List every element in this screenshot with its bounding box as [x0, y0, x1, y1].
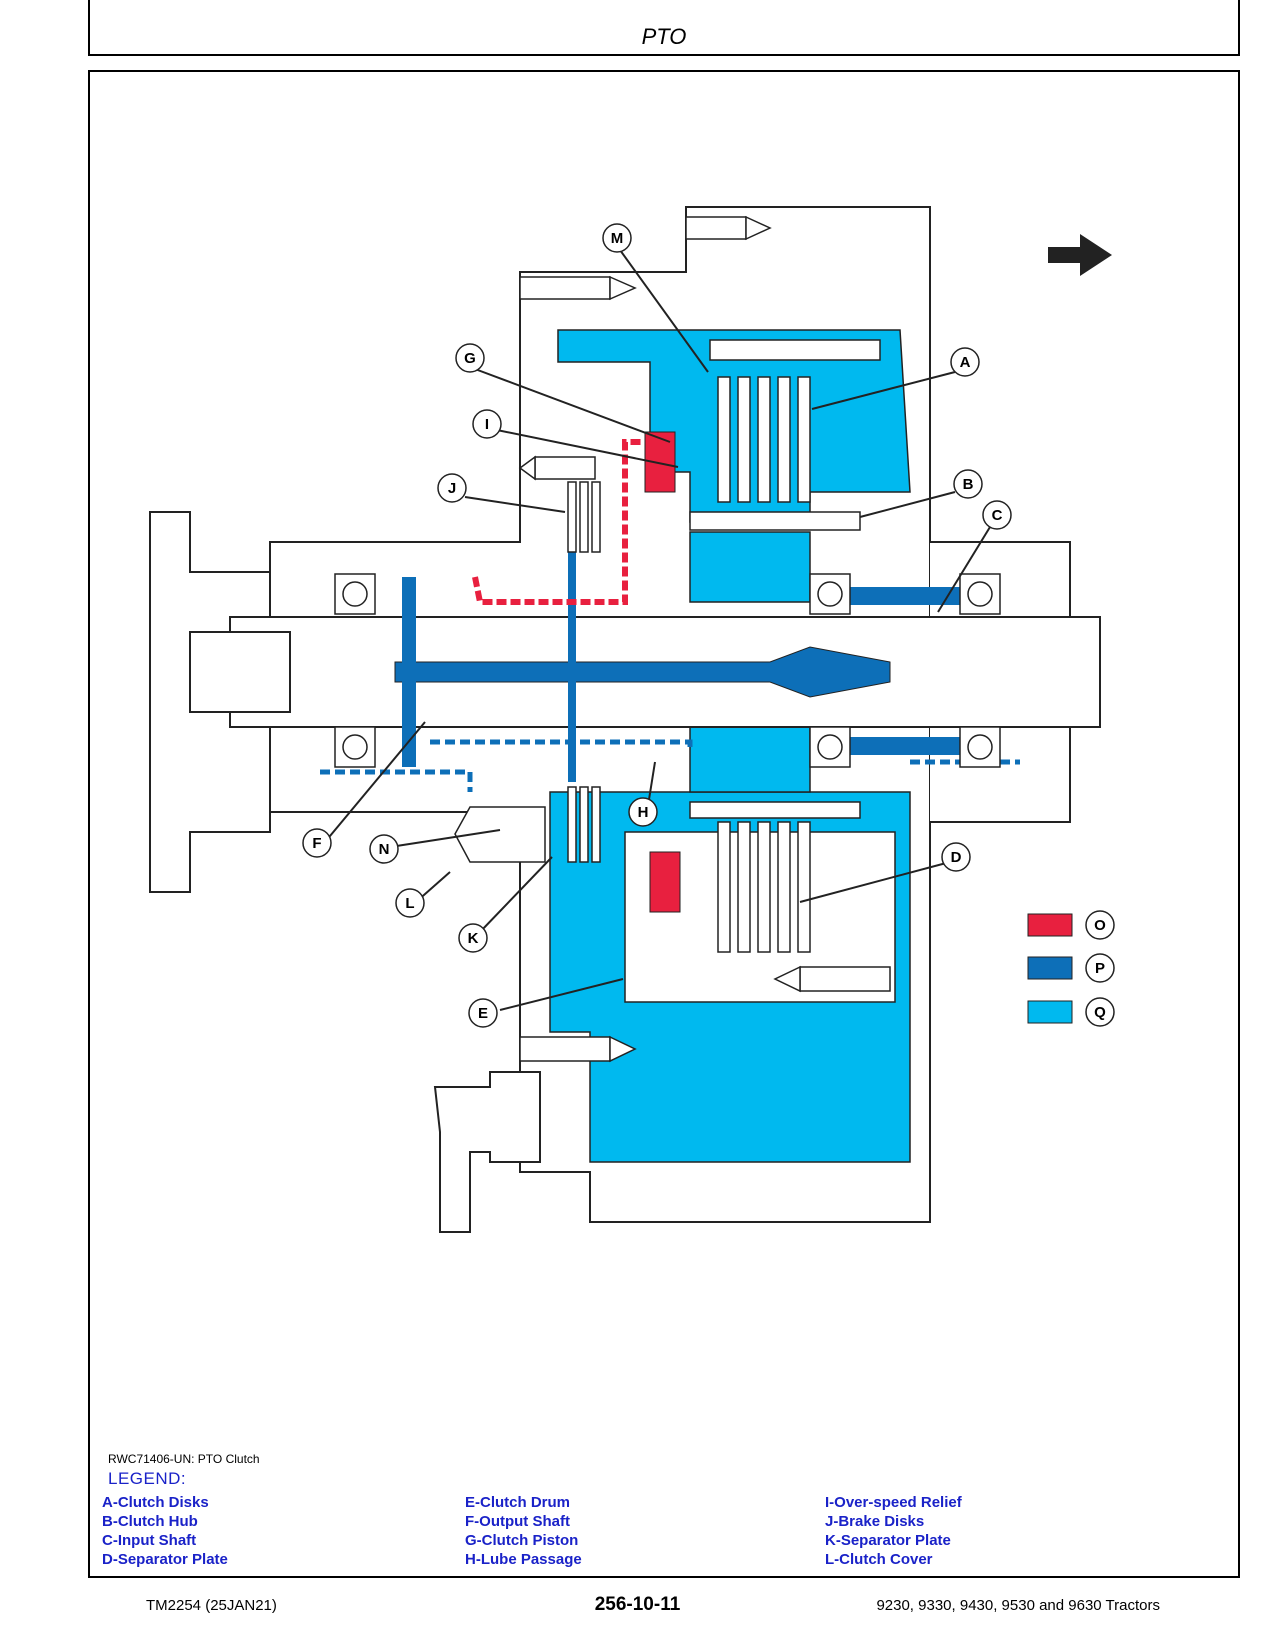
callout-b: B — [953, 469, 983, 499]
legend-heading: LEGEND: — [108, 1469, 187, 1488]
svg-text:L: L — [405, 895, 414, 912]
color-key: O P Q — [1027, 910, 1115, 1027]
clutch-disks-lower — [717, 821, 811, 953]
figure-caption: RWC71406-UN: PTO Clutch — [108, 1452, 260, 1466]
legend-item: E-Clutch Drum — [465, 1494, 570, 1511]
legend-column-3: I-Over-speed Relief J-Brake Disks K-Sepa… — [825, 1493, 962, 1569]
color-key-swatch-o — [1027, 913, 1073, 937]
elbow-fitting — [433, 1071, 541, 1233]
legend-item: D-Separator Plate — [102, 1551, 228, 1568]
svg-text:Q: Q — [1094, 1004, 1106, 1021]
legend-item: B-Clutch Hub — [102, 1513, 198, 1530]
legend-column-1: A-Clutch Disks B-Clutch Hub C-Input Shaf… — [102, 1493, 228, 1569]
legend-item: J-Brake Disks — [825, 1513, 925, 1530]
callout-l: L — [395, 888, 425, 918]
footer-page-number: 256-10-11 — [594, 1594, 681, 1615]
callout-a: A — [950, 347, 980, 377]
legend-column-2: E-Clutch Drum F-Output Shaft G-Clutch Pi… — [465, 1493, 582, 1569]
brake-disks-lower — [567, 786, 601, 863]
svg-text:D: D — [951, 849, 962, 866]
relief-valve — [454, 806, 546, 863]
color-key-swatch-p — [1027, 956, 1073, 980]
svg-text:P: P — [1095, 960, 1105, 977]
svg-text:G: G — [464, 350, 476, 367]
page-title: PTO — [641, 24, 687, 49]
callout-c: C — [982, 500, 1012, 530]
piston-red-lower — [649, 851, 681, 913]
callout-d: D — [941, 842, 971, 872]
callout-n: N — [369, 834, 399, 864]
direction-arrow-icon — [1048, 234, 1112, 276]
pto-clutch-diagram: M G I J A B C F N L K H D E O P Q — [149, 206, 1115, 1233]
svg-text:K: K — [468, 930, 479, 947]
legend-item: I-Over-speed Relief — [825, 1494, 962, 1511]
shaft-nut — [189, 631, 291, 713]
legend-item: A-Clutch Disks — [102, 1494, 209, 1511]
svg-text:J: J — [448, 480, 456, 497]
svg-text:H: H — [638, 804, 649, 821]
lube-passage-vertical-mid — [568, 552, 576, 782]
figure-frame: M G I J A B C F N L K H D E O P Q RWC714… — [88, 70, 1240, 1578]
leader-lines — [324, 249, 991, 1011]
legend-item: K-Separator Plate — [825, 1532, 951, 1549]
svg-text:B: B — [963, 476, 974, 493]
legend-item: H-Lube Passage — [465, 1551, 582, 1568]
callout-g: G — [455, 343, 485, 373]
legend-item: L-Clutch Cover — [825, 1551, 933, 1568]
legend-item: F-Output Shaft — [465, 1513, 570, 1530]
callout-i: I — [472, 409, 502, 439]
clutch-hub — [689, 511, 861, 531]
lube-passage-vertical-left — [402, 577, 416, 767]
pressure-passage — [472, 439, 650, 605]
svg-text:C: C — [992, 507, 1003, 524]
bolts — [518, 215, 891, 1063]
svg-text:A: A — [960, 354, 971, 371]
separator-plate-lower — [689, 801, 861, 819]
lube-passage-right-lower — [845, 737, 965, 755]
svg-text:M: M — [611, 230, 624, 247]
callout-m: M — [602, 223, 632, 253]
callout-k: K — [458, 923, 488, 953]
svg-text:O: O — [1094, 917, 1106, 934]
legend-item: C-Input Shaft — [102, 1532, 197, 1549]
lube-passage-right-upper — [845, 587, 965, 605]
clutch-disks-upper — [717, 376, 811, 503]
legend-item: G-Clutch Piston — [465, 1532, 579, 1549]
brake-disks-upper — [567, 481, 601, 553]
callout-f: F — [302, 828, 332, 858]
color-key-swatch-q — [1027, 1000, 1073, 1024]
bearings — [334, 573, 1001, 768]
callout-j: J — [437, 473, 467, 503]
svg-text:N: N — [379, 841, 390, 858]
callouts: M G I J A B C F N L K H D E — [302, 223, 1012, 1028]
footer-models: 9230, 9330, 9430, 9530 and 9630 Tractors — [876, 1597, 1160, 1614]
footer-doc-id: TM2254 (25JAN21) — [146, 1597, 277, 1614]
callout-h: H — [628, 797, 658, 827]
callout-o: O — [1085, 910, 1115, 940]
svg-text:E: E — [478, 1005, 488, 1022]
spring-pack — [709, 339, 881, 361]
page-header: PTO — [88, 0, 1240, 56]
callout-q: Q — [1085, 997, 1115, 1027]
lube-passage-center — [394, 646, 891, 698]
callout-p: P — [1085, 953, 1115, 983]
svg-text:I: I — [485, 416, 489, 433]
svg-text:F: F — [312, 835, 321, 852]
callout-e: E — [468, 998, 498, 1028]
